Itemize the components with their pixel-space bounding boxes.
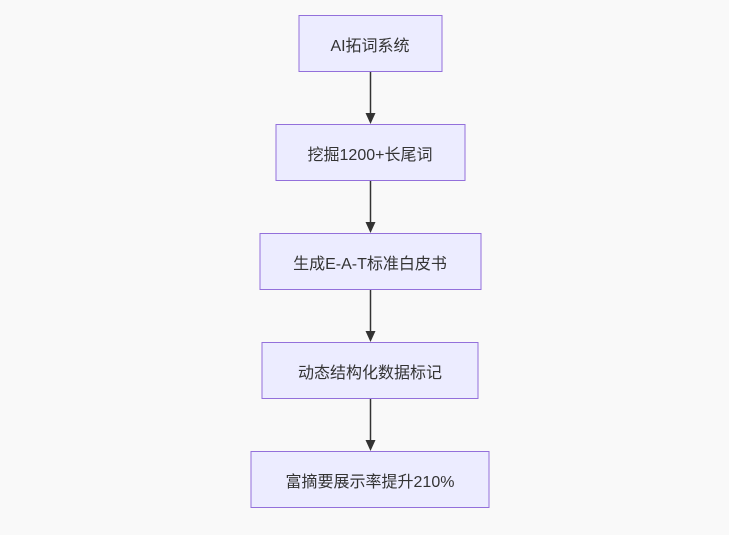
flow-node-label: AI拓词系统 <box>330 37 410 55</box>
flow-node-label: 动态结构化数据标记 <box>297 364 442 382</box>
flowchart: AI拓词系统 挖掘1200+长尾词 生成E-A-T标准白皮书 动态结构化数据标记 <box>250 15 490 508</box>
flow-node-label: 富摘要展示率提升210% <box>285 473 455 491</box>
flow-node-3: 生成E-A-T标准白皮书 <box>259 233 481 290</box>
arrow-down-icon <box>365 72 375 124</box>
arrow-down-icon <box>365 399 375 451</box>
arrow-down-icon <box>365 290 375 342</box>
flow-node-4: 动态结构化数据标记 <box>261 342 479 399</box>
flow-node-label: 生成E-A-T标准白皮书 <box>293 255 447 273</box>
flow-node-label: 挖掘1200+长尾词 <box>307 146 433 164</box>
flow-node-5: 富摘要展示率提升210% <box>250 451 490 508</box>
flow-node-1: AI拓词系统 <box>298 15 442 72</box>
arrow-down-icon <box>365 181 375 233</box>
flow-node-2: 挖掘1200+长尾词 <box>275 124 465 181</box>
